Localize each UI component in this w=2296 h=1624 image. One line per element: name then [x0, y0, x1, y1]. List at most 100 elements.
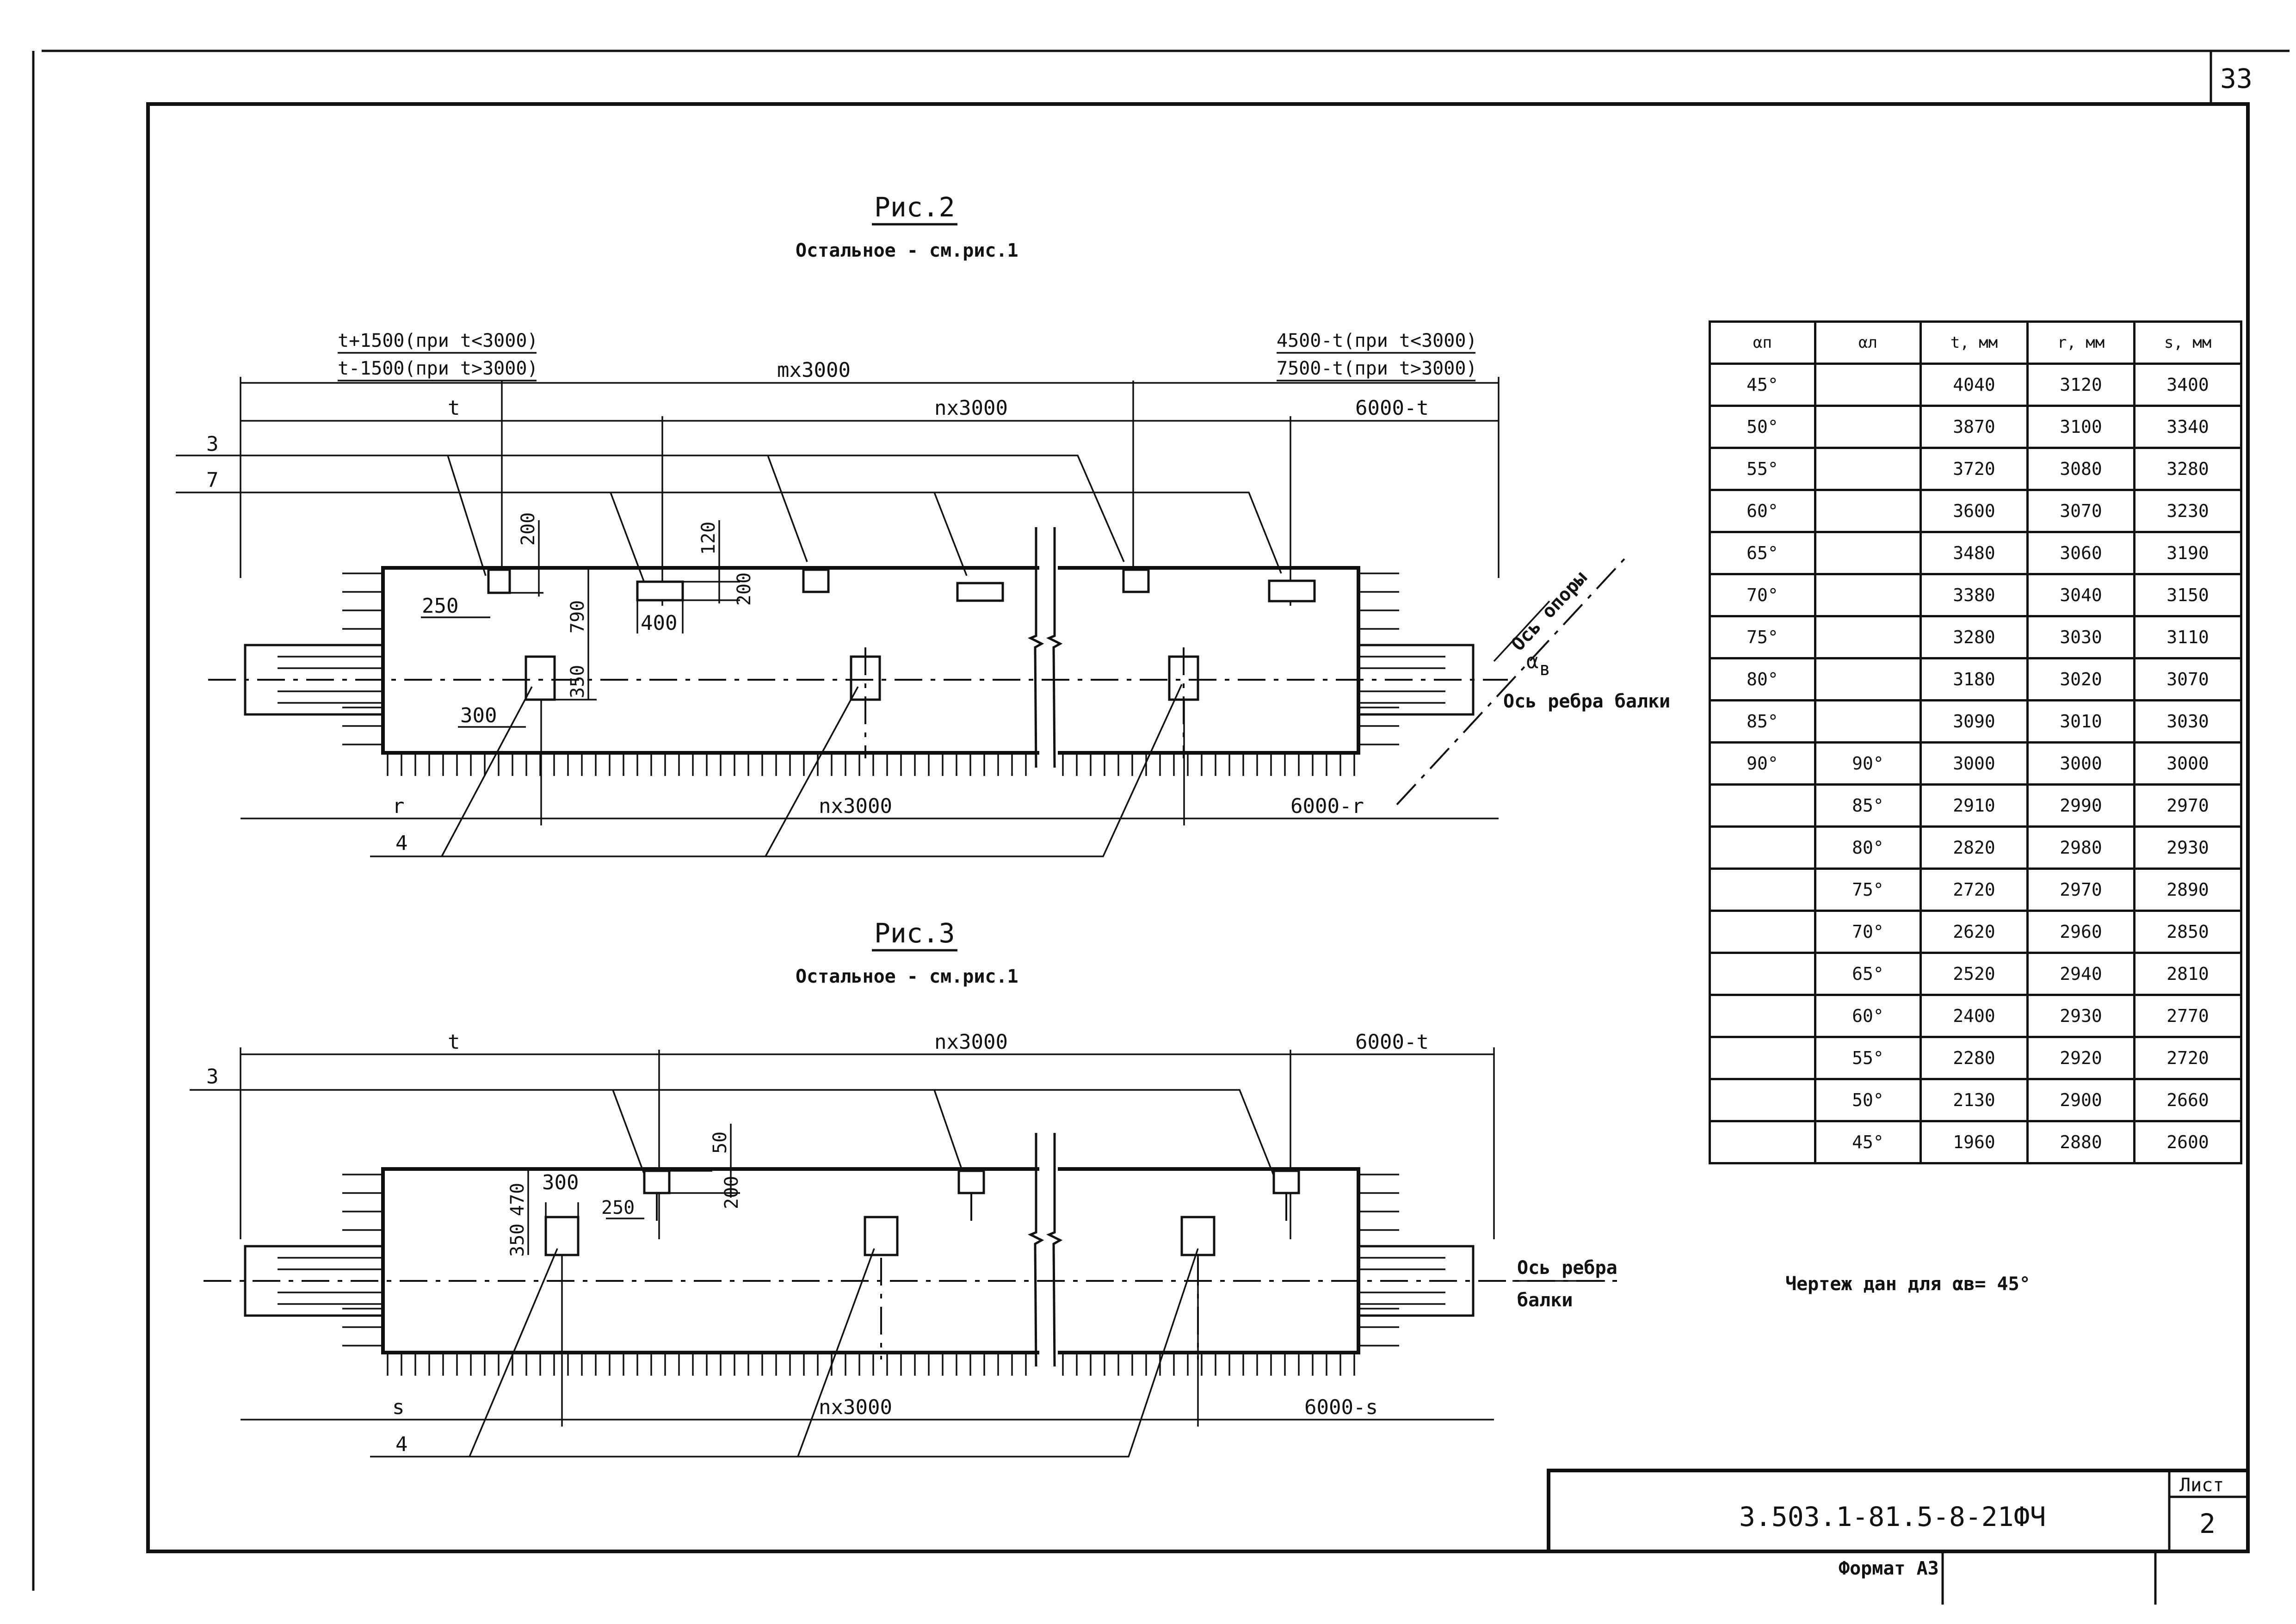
table-cell: 3280 [2133, 447, 2242, 491]
fig2-note-right-2: 7500-t(при t>3000) [1277, 358, 1477, 379]
table-cell [1814, 657, 1922, 701]
col-header-alpha-p: αп [1709, 320, 1816, 365]
table-cell [1709, 867, 1816, 912]
sheet-label: Лист [2179, 1475, 2224, 1496]
note-alpha: Чертеж дан для αв= 45° [1785, 1273, 2031, 1295]
table-cell: 3060 [2026, 531, 2136, 575]
fig2-note-left-1: t+1500(при t<3000) [338, 330, 538, 351]
fig2-dim-200a: 200 [518, 512, 539, 546]
fig2-note-left-2: t-1500(при t>3000) [338, 358, 538, 379]
fig2-title: Рис.2 [874, 191, 955, 223]
table-cell: 3010 [2026, 699, 2136, 744]
table-cell: 3400 [2133, 363, 2242, 407]
fig2-label-4: 4 [395, 831, 408, 855]
table-cell: 2600 [2133, 1120, 2242, 1164]
table-cell: 3600 [1920, 489, 2029, 533]
fig2-label-7: 7 [206, 468, 219, 492]
table-cell: 3090 [1920, 699, 2029, 744]
sheet-number: 2 [2199, 1508, 2216, 1539]
fig3-bottom-right: 6000-s [1304, 1396, 1378, 1419]
fig2-dim-790: 790 [567, 600, 588, 634]
page-number: 33 [2220, 63, 2253, 94]
table-cell: 3100 [2026, 405, 2136, 449]
table-cell [1814, 531, 1922, 575]
table-cell: 3180 [1920, 657, 2029, 701]
table-cell: 2930 [2133, 825, 2242, 870]
fig2-label-3: 3 [206, 432, 219, 456]
table-cell: 3150 [2133, 573, 2242, 617]
table-cell: 3190 [2133, 531, 2242, 575]
table-cell [1709, 1078, 1816, 1122]
fig3-subtitle: Остальное - см.рис.1 [796, 966, 1018, 987]
fig3-bottom-comb [387, 1353, 1355, 1376]
fig3-dim-350: 350 [507, 1224, 528, 1257]
table-cell: 2620 [1920, 910, 2029, 954]
table-cell [1814, 363, 1922, 407]
table-cell: 55° [1709, 447, 1816, 491]
table-cell: 2810 [2133, 952, 2242, 996]
table-cell [1814, 447, 1922, 491]
table-cell: 2850 [2133, 910, 2242, 954]
table-cell: 45° [1709, 363, 1816, 407]
table-cell: 2930 [2026, 994, 2136, 1038]
table-cell: 3000 [1920, 741, 2029, 786]
fig3-dim-300: 300 [542, 1171, 579, 1194]
fig2-subtitle: Остальное - см.рис.1 [796, 240, 1018, 261]
fig3-axis-rib-2: балки [1517, 1290, 1573, 1311]
fig2-dim-200b: 200 [734, 572, 755, 606]
table-cell: 1960 [1920, 1120, 2029, 1164]
table-cell: 2960 [2026, 910, 2136, 954]
format-label: Формат А3 [1839, 1558, 1939, 1579]
fig3-top-left: t [448, 1030, 460, 1054]
table-cell: 2880 [2026, 1120, 2136, 1164]
table-cell: 3870 [1920, 405, 2029, 449]
fig2-row2-right: 6000-t [1355, 396, 1429, 420]
table-cell: 65° [1709, 531, 1816, 575]
table-cell: 70° [1709, 573, 1816, 617]
table-cell: 3030 [2026, 615, 2136, 659]
table-cell: 3380 [1920, 573, 2029, 617]
table-cell [1709, 994, 1816, 1038]
fig2-note-right-1: 4500-t(при t<3000) [1277, 330, 1477, 351]
fig3-dim-50: 50 [710, 1132, 731, 1154]
table-cell: 3030 [2133, 699, 2242, 744]
table-cell: 3120 [2026, 363, 2136, 407]
fig2-top-mid: mx3000 [777, 358, 851, 382]
table-cell [1709, 910, 1816, 954]
table-cell: 3340 [2133, 405, 2242, 449]
table-cell: 2130 [1920, 1078, 2029, 1122]
table-cell: 90° [1814, 741, 1922, 786]
table-cell: 50° [1814, 1078, 1922, 1122]
table-cell: 2720 [1920, 867, 2029, 912]
table-cell: 4040 [1920, 363, 2029, 407]
table-cell [1814, 615, 1922, 659]
fig2-dim-120: 120 [698, 522, 719, 555]
fig2-axis-rib: Ось ребра балки [1503, 691, 1670, 712]
table-cell: 2400 [1920, 994, 2029, 1038]
fig3-axis-rib-1: Ось ребра [1517, 1257, 1617, 1279]
table-cell: 3720 [1920, 447, 2029, 491]
fig2-dim-250: 250 [422, 594, 458, 618]
col-header-r: r, мм [2026, 320, 2136, 365]
table-cell: 2820 [1920, 825, 2029, 870]
table-cell: 2770 [2133, 994, 2242, 1038]
table-cell: 2980 [2026, 825, 2136, 870]
table-cell: 55° [1814, 1036, 1922, 1080]
table-cell: 3040 [2026, 573, 2136, 617]
fig3-bottom-left: s [392, 1396, 405, 1419]
table-cell: 3280 [1920, 615, 2029, 659]
fig3-label-4: 4 [395, 1433, 408, 1456]
table-cell: 70° [1814, 910, 1922, 954]
fig3-title: Рис.3 [874, 917, 955, 949]
table-cell: 3110 [2133, 615, 2242, 659]
table-cell: 2280 [1920, 1036, 2029, 1080]
